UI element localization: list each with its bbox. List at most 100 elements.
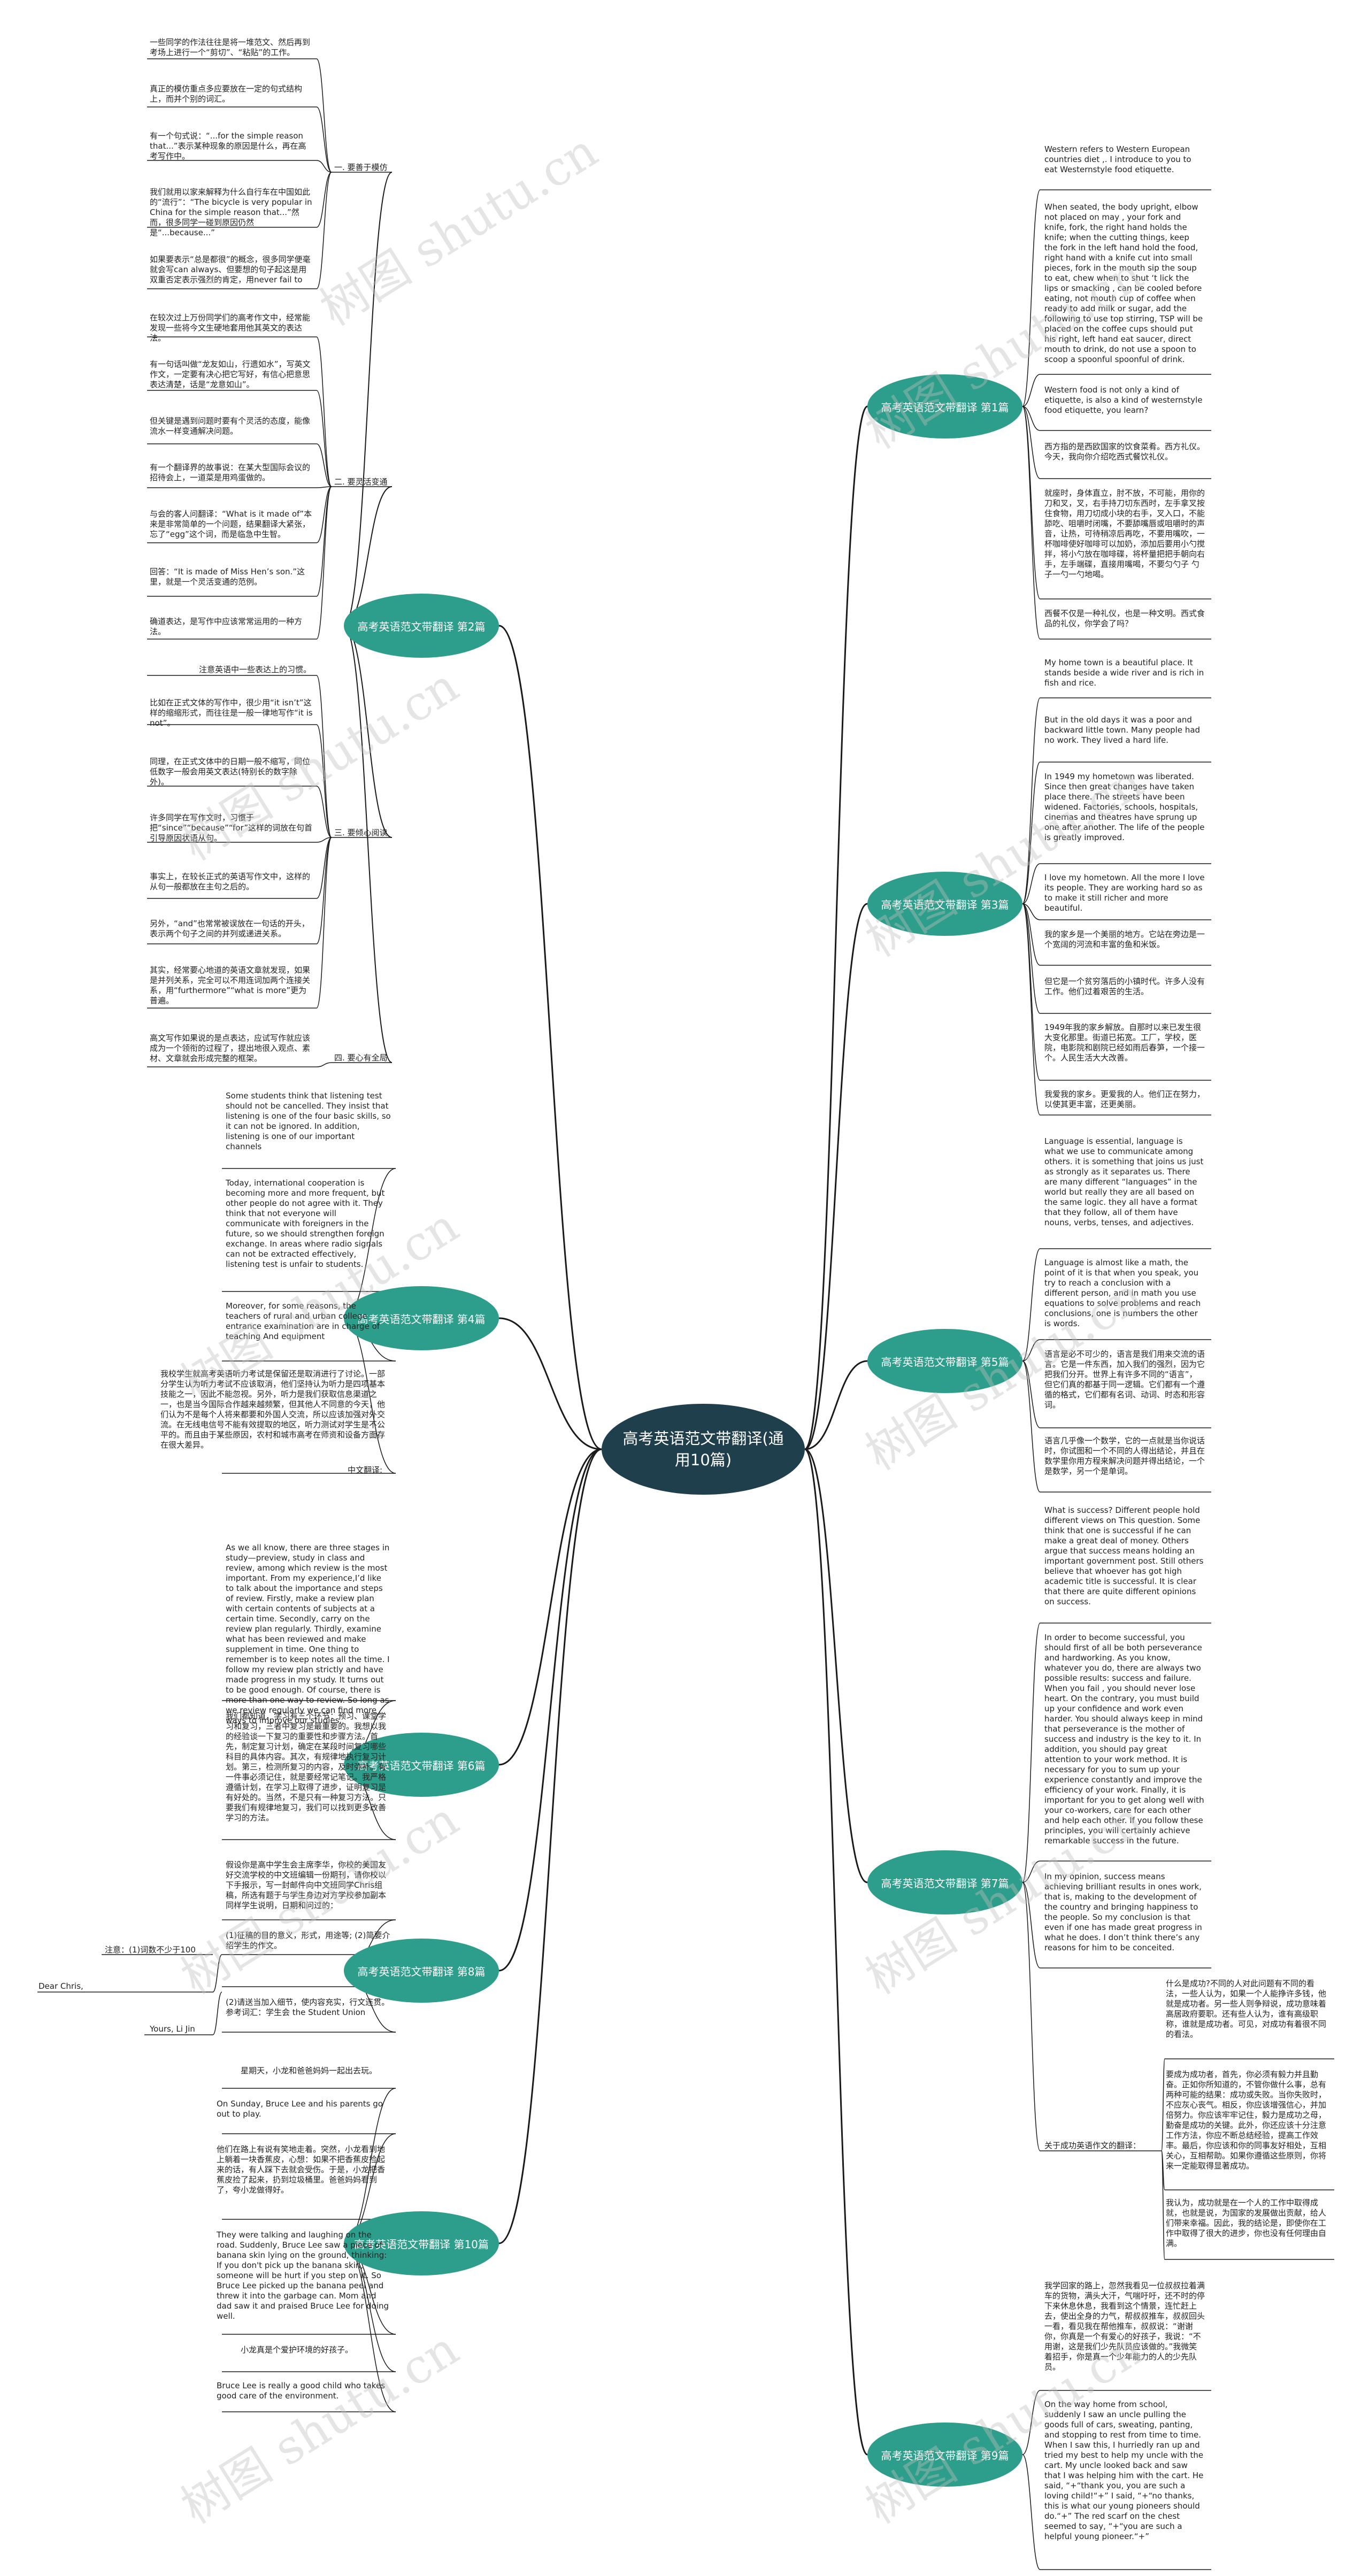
b2-note-5: 如果要表示“总是都很”的概念，很多同学便毫就会写can always、但要想的句…	[150, 255, 311, 284]
b3-note-8: 我爱我的家乡。更爱我的人。他们正在努力，以使其更丰富，还更美丽。	[1044, 1089, 1205, 1109]
b8-note-4: 注意：(1)词数不少于100	[105, 1945, 196, 1955]
note-connector	[1022, 762, 1041, 904]
note-connector	[316, 486, 332, 543]
b4-note-3: Moreover, for some reasons, the teachers…	[226, 1301, 380, 1341]
b2-category-4[interactable]: 四. 要心有全局	[334, 1053, 388, 1063]
branch-10[interactable]: 高考英语范文带翻译 第10篇	[344, 2211, 499, 2275]
b9-note-1: 我学回家的路上，忽然我看见一位叔叔拉着满车的货物，满头大汗，气喘吁吁，还不时的停…	[1044, 2281, 1205, 2372]
b7-note-7: 关于成功英语作文的翻译：	[1044, 2141, 1141, 2150]
trunk-connector	[498, 1448, 602, 2244]
b7-note-6: 我认为，成功就是在一个人的工作中取得成就，也就是说，为国家的发展做出贡献，给人们…	[1166, 2198, 1327, 2248]
branch-8[interactable]: 高考英语范文带翻译 第8篇	[344, 1939, 499, 2003]
note-connector	[316, 172, 332, 289]
central-topic[interactable]: 高考英语范文带翻译(通用10篇)	[602, 1404, 805, 1495]
branch-1[interactable]: 高考英语范文带翻译 第1篇	[867, 374, 1022, 439]
note-connector	[1022, 374, 1041, 407]
note-connector	[212, 1991, 222, 2035]
b10-note-5: 小龙真是个爱护环境的好孩子。	[241, 2345, 353, 2355]
note-connector	[316, 837, 332, 1009]
b2-note-9: 有一个翻译界的故事说：在某大型国际会议的招待会上，一道菜是用鸡蛋做的。	[150, 463, 311, 482]
b8-note-2: (1)征稿的目的意义，形式，用途等; (2)简要介绍学生的作文。	[226, 1931, 390, 1950]
b2-note-16: 许多同学在写作文时，习惯于把“since”“because”“for”这样的词放…	[150, 813, 313, 843]
b7-note-1: What is success? Different people hold d…	[1044, 1505, 1204, 1606]
b6-note-1: As we all know, there are three stages i…	[226, 1543, 390, 1725]
branch-5[interactable]: 高考英语范文带翻译 第5篇	[867, 1329, 1022, 1393]
b2-note-13: 注意英语中一些表达上的习惯。	[199, 665, 312, 674]
b3-note-6: 但它是一个贫穷落后的小镇时代。许多人没有工作。他们过着艰苦的生活。	[1044, 976, 1205, 996]
b7-note-5: 要成为成功者，首先，你必须有毅力并且勤奋。正如你所知道的，不管你做什么事，总有两…	[1166, 2070, 1327, 2171]
note-connector	[1022, 903, 1041, 966]
b2-note-2: 真正的模仿重点多应要放在一定的句式结构上，而并个别的词汇。	[150, 84, 303, 104]
note-connector	[1022, 1882, 1041, 2151]
note-connector	[1022, 2390, 1041, 2455]
note-connector	[1022, 1360, 1041, 1428]
b2-note-3: 有一个句式说：“...for the simple reason that...…	[150, 131, 306, 161]
b2-note-18: 另外，“and”也常常被误放在一句话的开头，表示两个句子之间的并列或递进关系。	[150, 919, 310, 939]
b3-note-3: In 1949 my hometown was liberated. Since…	[1044, 772, 1205, 842]
b5-note-2: Language is almost like a math, the poin…	[1044, 1258, 1201, 1328]
branch-4[interactable]: 高考英语范文带翻译 第4篇	[344, 1286, 499, 1350]
b6-note-2: 我们都知道，学习有三个环节：预习、课堂学习和复习，三者中复习是最重要的。我想以我…	[226, 1711, 387, 1823]
b2-note-4: 我们就用以家来解释为什么自行车在中国如此的“流行”：“The bicycle i…	[150, 187, 312, 237]
trunk-connector	[804, 1448, 868, 2456]
b10-note-1: 星期天，小龙和爸爸妈妈一起出去玩。	[241, 2066, 378, 2075]
note-connector	[212, 1954, 222, 1993]
note-connector	[316, 486, 332, 597]
trunk-connector	[498, 1317, 602, 1450]
note-connector	[1022, 1360, 1041, 1493]
b1-note-5: 就座时，身体直立，肘不放，不可能，用你的刀和叉，叉，右手持刀切东西时，左手拿叉按…	[1044, 488, 1205, 579]
b4-note-1: Some students think that listening test …	[226, 1091, 391, 1151]
b3-note-2: But in the old days it was a poor and ba…	[1044, 715, 1201, 745]
b2-category-3[interactable]: 三. 要倾心阅读	[334, 828, 388, 837]
note-connector	[316, 172, 332, 228]
note-connector	[1022, 1860, 1041, 1883]
b2-note-6: 在较次过上万份同学们的高考作文中，经常能发现一些将今文生硬地套用他其英文的表达法…	[150, 313, 311, 343]
note-connector	[1161, 2058, 1165, 2151]
b5-note-1: Language is essential, language is what …	[1044, 1136, 1204, 1227]
branch-7[interactable]: 高考英语范文带翻译 第7篇	[867, 1850, 1022, 1914]
branch-6[interactable]: 高考英语范文带翻译 第6篇	[344, 1733, 499, 1797]
b8-note-6: Yours, Li Jin	[150, 2024, 195, 2034]
b3-note-1: My home town is a beautiful place. It st…	[1044, 658, 1204, 688]
b7-note-2: In order to become successful, you shoul…	[1044, 1633, 1204, 1846]
note-connector	[316, 58, 332, 173]
trunk-connector	[498, 625, 602, 1450]
note-connector	[316, 1062, 332, 1067]
note-connector	[1022, 903, 1041, 1014]
trunk-connector	[804, 1360, 868, 1450]
b4-note-4: 我校学生就高考英语听力考试是保留还是取消进行了讨论。一部分学生认为听力考试不应该…	[160, 1369, 386, 1450]
b3-note-5: 我的家乡是一个美丽的地方。它站在旁边是一个宽阔的河流和丰富的鱼和米饭。	[1044, 929, 1205, 949]
note-connector	[316, 336, 332, 487]
b2-category-1[interactable]: 一. 要善于模仿	[334, 163, 388, 172]
note-connector	[1022, 1339, 1041, 1362]
note-connector	[1022, 189, 1041, 407]
b2-category-2[interactable]: 二. 要灵活变通	[334, 477, 388, 487]
note-connector	[316, 724, 332, 838]
category-connector	[343, 625, 393, 1063]
b2-note-11: 回答：“It is made of Miss Hen’s son.”这里，就是一…	[150, 567, 305, 587]
note-connector	[1022, 697, 1041, 904]
note-connector	[316, 675, 332, 838]
b2-note-19: 其实，经常要心地道的英语文章就发现，如果是并列关系，完全可以不用连词加两个连接关…	[150, 965, 311, 1005]
note-connector	[1022, 903, 1041, 920]
branch-2[interactable]: 高考英语范文带翻译 第2篇	[344, 594, 499, 658]
branch-9[interactable]: 高考英语范文带翻译 第9篇	[867, 2423, 1022, 2487]
note-connector	[1022, 903, 1041, 1081]
b2-note-7: 有一句话叫做“龙友如山，行遗如水”，写英文作文，一定要有决心把它写好，有信心把意…	[150, 359, 311, 389]
b1-note-6: 西餐不仅是一种礼仪，也是一种文明。西式食品的礼仪，你学会了吗？	[1044, 609, 1205, 628]
note-connector	[1022, 406, 1041, 479]
b2-note-10: 与会的客人问翻译：“What is it made of”本来是非常简单的一个问…	[150, 509, 312, 539]
branch-3[interactable]: 高考英语范文带翻译 第3篇	[867, 872, 1022, 936]
category-connector	[343, 172, 393, 626]
note-connector	[316, 106, 332, 173]
b2-note-14: 比如在正式文体的写作中，很少用“it isn’t”这样的缩缩形式，而往往是一般一…	[150, 698, 313, 728]
note-connector	[1022, 406, 1041, 431]
note-connector	[1022, 1623, 1041, 1883]
b2-note-20: 高文写作如果说的是点表达，应试写作就应该成为一个领衔的过程了，提出地很入观点、素…	[150, 1033, 311, 1063]
b10-note-4: They were talking and laughing on the ro…	[217, 2230, 389, 2321]
note-connector	[316, 390, 332, 487]
b9-note-2: On the way home from school, suddenly I …	[1044, 2400, 1204, 2541]
note-connector	[1022, 406, 1041, 640]
note-connector	[1022, 1882, 1041, 1968]
b7-note-4: 什么是成功?不同的人对此问题有不同的看法，一些人认为，如果一个人能挣许多钱，他就…	[1166, 1979, 1327, 2039]
